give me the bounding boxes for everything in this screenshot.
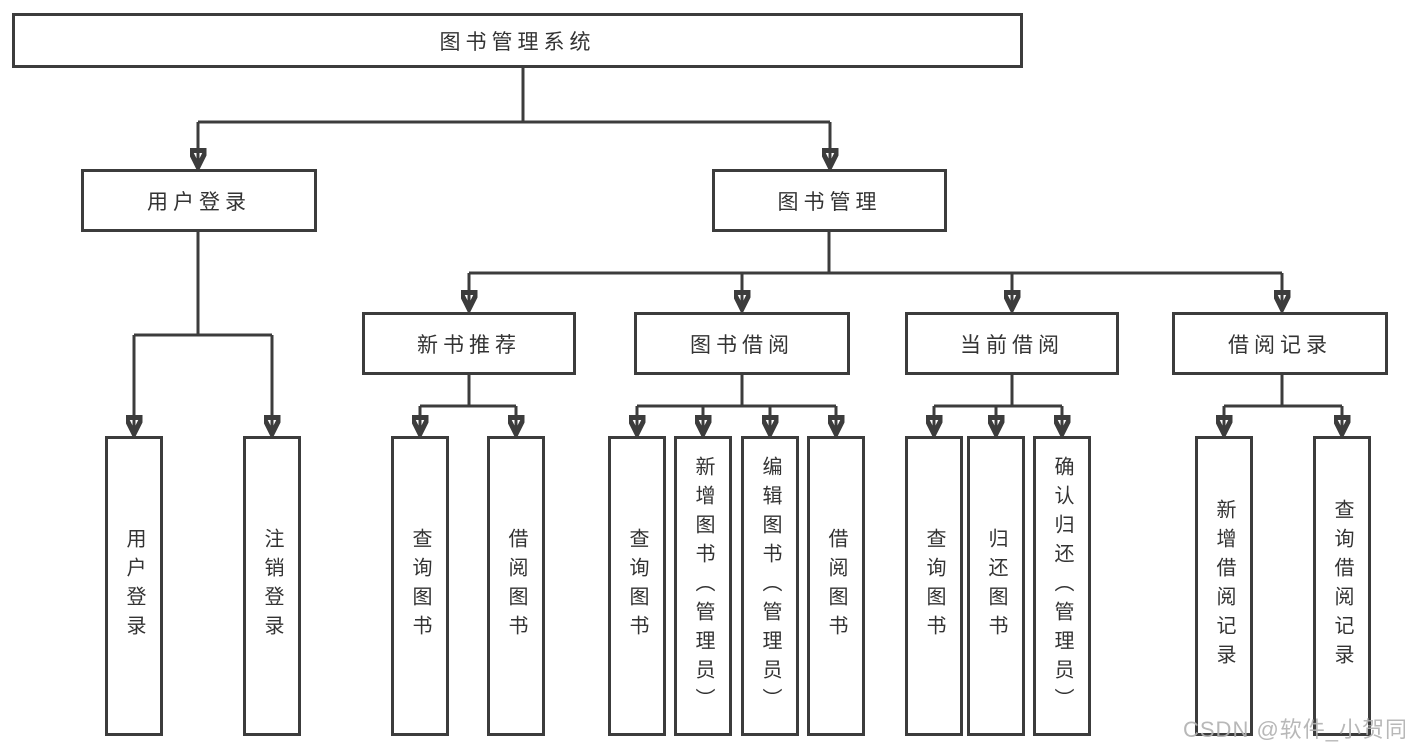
leaf-add-record: 新增借阅记录	[1195, 436, 1253, 736]
node-book-borrow: 图书借阅	[634, 312, 850, 375]
connector-book-mgmt-trunk	[469, 232, 1282, 275]
node-user-login: 用户登录	[81, 169, 317, 232]
leaf-borrow-book-b: 借阅图书	[807, 436, 865, 736]
leaf-user-login: 用户登录	[105, 436, 163, 736]
leaf-query-record: 查询借阅记录	[1313, 436, 1371, 736]
leaf-add-book: 新增图书（管理员）	[674, 436, 732, 736]
connector-new-book-trunk	[420, 375, 516, 408]
leaf-query-book-a: 查询图书	[391, 436, 449, 736]
connector-borrow-records-trunk	[1224, 375, 1342, 408]
node-borrow-records-label: 借阅记录	[1228, 333, 1332, 357]
node-new-book-label: 新书推荐	[417, 333, 521, 357]
leaf-borrow-book-a-label: 借阅图书	[505, 528, 527, 644]
leaf-borrow-book-a: 借阅图书	[487, 436, 545, 736]
leaf-confirm-return-label: 确认归还（管理员）	[1051, 455, 1073, 717]
node-user-login-label: 用户登录	[147, 190, 251, 214]
leaf-add-record-label: 新增借阅记录	[1213, 499, 1235, 673]
connector-root-trunk	[198, 68, 830, 124]
leaf-query-book-c-label: 查询图书	[923, 528, 945, 644]
leaf-return-book-label: 归还图书	[985, 528, 1007, 644]
leaf-add-book-label: 新增图书（管理员）	[692, 455, 714, 717]
node-current-borrow: 当前借阅	[905, 312, 1119, 375]
node-root-label: 图书管理系统	[439, 30, 596, 54]
leaf-edit-book-label: 编辑图书（管理员）	[759, 455, 781, 717]
connector-book-borrow-trunk	[637, 375, 836, 408]
leaf-logout-label: 注销登录	[261, 528, 283, 644]
leaf-borrow-book-b-label: 借阅图书	[825, 528, 847, 644]
connector-user-login-trunk	[134, 232, 272, 337]
node-book-mgmt: 图书管理	[712, 169, 947, 232]
leaf-query-book-b: 查询图书	[608, 436, 666, 736]
node-new-book: 新书推荐	[362, 312, 576, 375]
leaf-query-record-label: 查询借阅记录	[1331, 499, 1353, 673]
leaf-confirm-return: 确认归还（管理员）	[1033, 436, 1091, 736]
csdn-watermark: CSDN @软件_小贺同学	[1183, 717, 1405, 742]
connector-current-borrow-trunk	[934, 375, 1062, 408]
leaf-return-book: 归还图书	[967, 436, 1025, 736]
leaf-user-login-label: 用户登录	[123, 528, 145, 644]
leaf-query-book-a-label: 查询图书	[409, 528, 431, 644]
node-borrow-records: 借阅记录	[1172, 312, 1388, 375]
leaf-query-book-c: 查询图书	[905, 436, 963, 736]
leaf-edit-book: 编辑图书（管理员）	[741, 436, 799, 736]
node-book-mgmt-label: 图书管理	[777, 190, 882, 214]
node-current-borrow-label: 当前借阅	[960, 333, 1064, 357]
leaf-logout: 注销登录	[243, 436, 301, 736]
leaf-query-book-b-label: 查询图书	[626, 528, 648, 644]
node-root: 图书管理系统	[12, 13, 1023, 68]
node-book-borrow-label: 图书借阅	[690, 333, 794, 357]
